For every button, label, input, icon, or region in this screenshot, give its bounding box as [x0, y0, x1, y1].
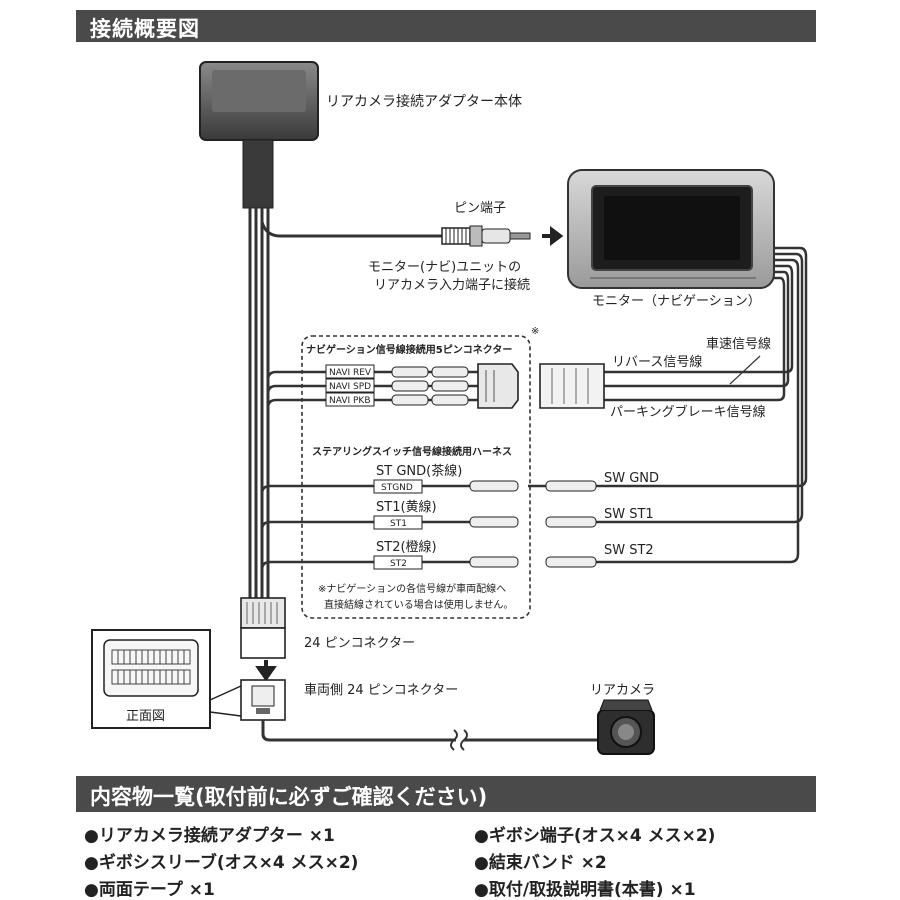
monitor-note-line2: リアカメラ入力端子に接続: [374, 277, 530, 293]
insert-arrow-icon: [255, 660, 277, 682]
front-view-box: [91, 629, 242, 729]
speed-signal-label: 車速信号線: [706, 336, 771, 352]
sw-st2-label: SW ST2: [604, 543, 654, 558]
contents-section-header: 内容物一覧(取付前に必ずご確認ください): [76, 776, 816, 812]
contents-item: ●取付/取扱説明書(本書) ×1: [474, 880, 696, 900]
monitor-unit: [567, 169, 775, 289]
optional-harness-group: [301, 335, 531, 619]
contents-item: ●ギボシスリーブ(オス×4 メス×2): [84, 853, 359, 873]
note-line2: 直接結線されている場合は使用しません。: [324, 598, 513, 611]
front-view-label: 正面図: [126, 709, 165, 724]
st1-label: ST1(黄線): [376, 499, 437, 515]
navi-bullet-terminals: [391, 366, 469, 406]
diagram-section-header: 接続概要図: [76, 10, 816, 42]
contents-item: ●結束バンド ×2: [474, 853, 607, 873]
steering-tags: [373, 479, 423, 570]
video-cable: [260, 221, 531, 247]
speed-signal-leader: [729, 355, 761, 385]
st2-label: ST2(橙線): [376, 539, 437, 555]
vehicle-5pin-connector: [539, 363, 605, 409]
navi-wires: [266, 370, 478, 409]
adapter-24pin-connector: [240, 597, 286, 659]
steering-wires: [260, 484, 470, 571]
contents-item: ●リアカメラ接続アダプター ×1: [84, 826, 335, 846]
pin-terminal-label: ピン端子: [454, 201, 506, 216]
st1-tag: ST1: [390, 519, 407, 529]
navi-5pin-connector: [477, 363, 519, 409]
vehicle-connector-24-label: 車両側 24 ピンコネクター: [304, 683, 458, 698]
asterisk-mark: ※: [531, 326, 539, 337]
contents-section-title: 内容物一覧(取付前に必ずご確認ください): [90, 785, 488, 809]
rear-camera-label: リアカメラ: [590, 683, 655, 698]
contents-item: ●両面テープ ×1: [84, 880, 215, 900]
st-gnd-label: ST GND(茶線): [376, 463, 462, 479]
navi-wire-tags: [325, 364, 375, 407]
contents-item: ●ギボシ端子(オス×4 メス×2): [474, 826, 716, 846]
steering-bullet-terminals: [469, 480, 597, 568]
stgnd-tag: STGND: [381, 483, 413, 493]
main-harness: [248, 208, 270, 600]
reverse-signal-label: リバース信号線: [612, 354, 702, 370]
diagram-section-title: 接続概要図: [90, 17, 200, 41]
navi-rev-tag: NAVI REV: [329, 368, 372, 378]
rear-camera-cable: [261, 720, 600, 751]
sw-st1-label: SW ST1: [604, 507, 654, 522]
vehicle-24pin-connector: [240, 679, 286, 721]
navi-pkb-tag: NAVI PKB: [329, 396, 371, 406]
monitor-label: モニター（ナビゲーション）: [592, 294, 761, 309]
rear-camera: [597, 699, 655, 755]
monitor-note-line1: モニター(ナビ)ユニットの: [368, 260, 521, 275]
connector-24-label: 24 ピンコネクター: [304, 636, 415, 651]
note-line1: ※ナビゲーションの各信号線が車両配線へ: [318, 582, 506, 595]
sw-gnd-label: SW GND: [604, 471, 659, 486]
adapter-label: リアカメラ接続アダプター本体: [326, 93, 522, 110]
steering-harness-label: ステアリングスイッチ信号線接続用ハーネス: [312, 445, 512, 458]
connect-arrow-icon: [542, 226, 564, 246]
monitor-signal-wires: [528, 246, 808, 564]
navi-5pin-label: ナビゲーション信号線接続用5ピンコネクター: [306, 343, 512, 356]
adapter-unit: [199, 61, 319, 209]
navi-spd-tag: NAVI SPD: [329, 382, 371, 392]
st2-tag: ST2: [390, 559, 407, 569]
parking-signal-label: パーキングブレーキ信号線: [610, 404, 766, 420]
